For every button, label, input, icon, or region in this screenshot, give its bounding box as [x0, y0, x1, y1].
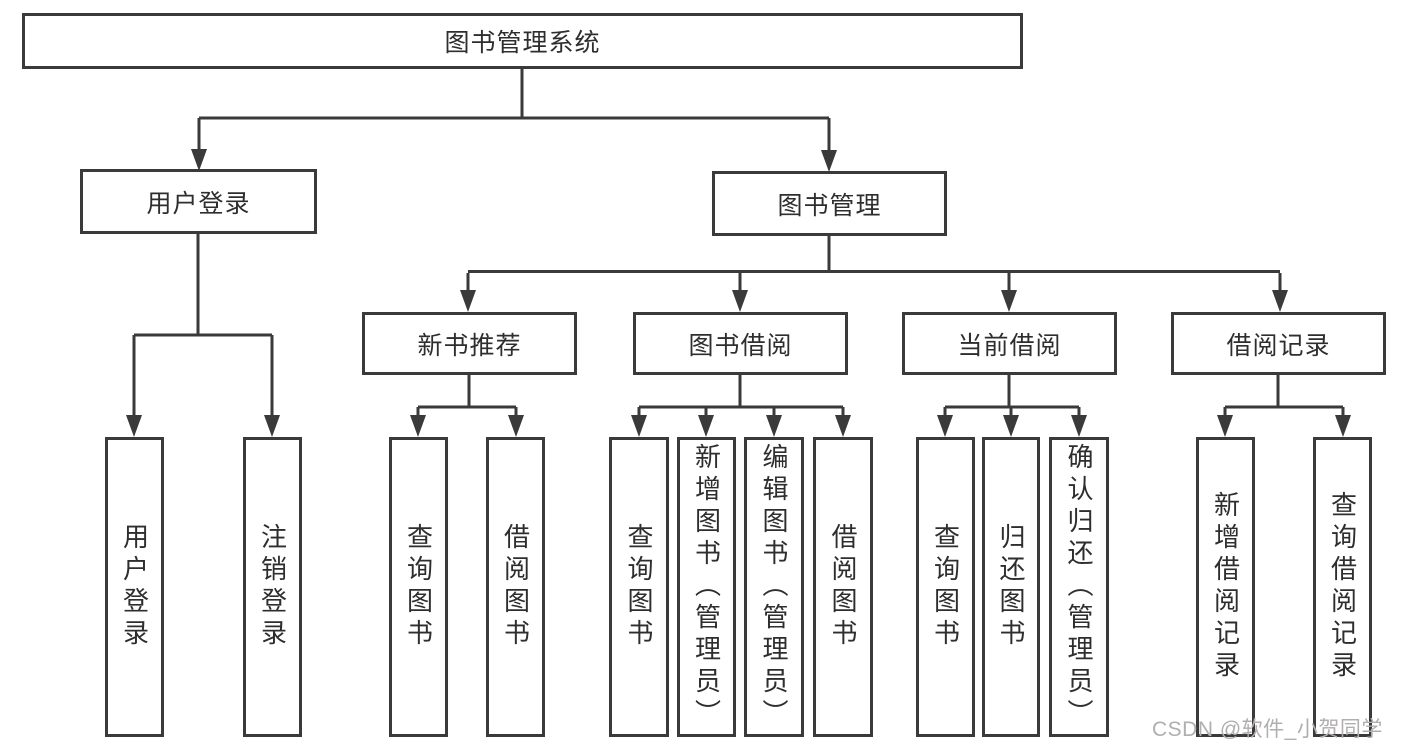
node-user-login-label: 用户登录 — [146, 189, 251, 218]
leaf-confirm-return-admin-label: 确认归还（管理员） — [1064, 443, 1094, 731]
node-root-label: 图书管理系统 — [444, 29, 601, 57]
edge-book-mgmt-to-level3 — [460, 236, 1288, 312]
node-current-borrow: 当前借阅 — [902, 312, 1117, 375]
node-new-book-recommend-label: 新书推荐 — [417, 331, 522, 360]
edge-borrow-records-children — [1217, 375, 1351, 437]
leaf-logout-label: 注销登录 — [257, 523, 288, 651]
leaf-new-books-borrow-label: 借阅图书 — [500, 523, 531, 651]
leaf-new-books-borrow: 借阅图书 — [486, 437, 545, 737]
edge-book-borrow-children — [631, 375, 851, 437]
node-book-borrow-label: 图书借阅 — [688, 331, 793, 360]
leaf-return-books: 归还图书 — [982, 437, 1040, 737]
leaf-edit-books-admin: 编辑图书（管理员） — [744, 437, 804, 737]
edge-current-borrow-children — [937, 375, 1087, 437]
leaf-borrow-books: 借阅图书 — [813, 437, 873, 737]
leaf-logout: 注销登录 — [243, 437, 302, 737]
leaf-current-query-books: 查询图书 — [916, 437, 975, 737]
leaf-current-query-books-label: 查询图书 — [930, 523, 961, 651]
leaf-new-books-query-label: 查询图书 — [403, 523, 434, 651]
leaf-user-login-label: 用户登录 — [119, 523, 150, 651]
edge-root-to-level2 — [191, 69, 837, 172]
node-book-management: 图书管理 — [712, 171, 947, 236]
csdn-watermark: CSDN @软件_小贺同学 — [1152, 718, 1383, 741]
edge-user-login-children — [126, 234, 280, 437]
leaf-borrow-books-label: 借阅图书 — [828, 523, 858, 651]
node-borrow-records-label: 借阅记录 — [1226, 331, 1331, 360]
leaf-edit-books-admin-label: 编辑图书（管理员） — [759, 443, 789, 731]
leaf-add-borrow-record-label: 新增借阅记录 — [1210, 491, 1241, 683]
node-book-management-label: 图书管理 — [777, 191, 882, 220]
leaf-return-books-label: 归还图书 — [996, 523, 1026, 651]
leaf-query-borrow-record: 查询借阅记录 — [1313, 437, 1372, 737]
node-current-borrow-label: 当前借阅 — [957, 331, 1062, 360]
node-root-system: 图书管理系统 — [22, 13, 1023, 69]
leaf-borrow-query-books: 查询图书 — [609, 437, 669, 737]
node-new-book-recommend: 新书推荐 — [362, 312, 577, 375]
node-borrow-records: 借阅记录 — [1171, 312, 1386, 375]
leaf-new-books-query: 查询图书 — [389, 437, 448, 737]
leaf-borrow-query-books-label: 查询图书 — [624, 523, 654, 651]
leaf-add-borrow-record: 新增借阅记录 — [1196, 437, 1255, 737]
leaf-confirm-return-admin: 确认归还（管理员） — [1049, 437, 1109, 737]
node-user-login: 用户登录 — [80, 169, 317, 234]
leaf-user-login: 用户登录 — [105, 437, 164, 737]
leaf-add-books-admin: 新增图书（管理员） — [677, 437, 736, 737]
edge-new-books-children — [410, 375, 524, 437]
node-book-borrow: 图书借阅 — [633, 312, 848, 375]
leaf-add-books-admin-label: 新增图书（管理员） — [691, 443, 722, 731]
leaf-query-borrow-record-label: 查询借阅记录 — [1327, 491, 1358, 683]
